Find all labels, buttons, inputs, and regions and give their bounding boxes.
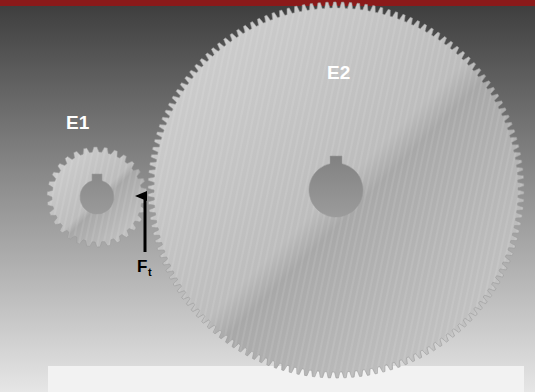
wheel-gear bbox=[148, 2, 524, 378]
brushed-texture bbox=[148, 2, 524, 378]
gear-label: E2 bbox=[327, 63, 350, 82]
pinion-gear bbox=[47, 147, 147, 247]
force-arrow bbox=[144, 196, 147, 252]
force-subscript: t bbox=[148, 267, 152, 278]
brushed-texture bbox=[47, 147, 147, 247]
bottom-panel bbox=[48, 366, 524, 392]
top-bar bbox=[0, 0, 535, 6]
gear-label: E1 bbox=[66, 113, 89, 132]
force-label: F bbox=[137, 258, 147, 275]
